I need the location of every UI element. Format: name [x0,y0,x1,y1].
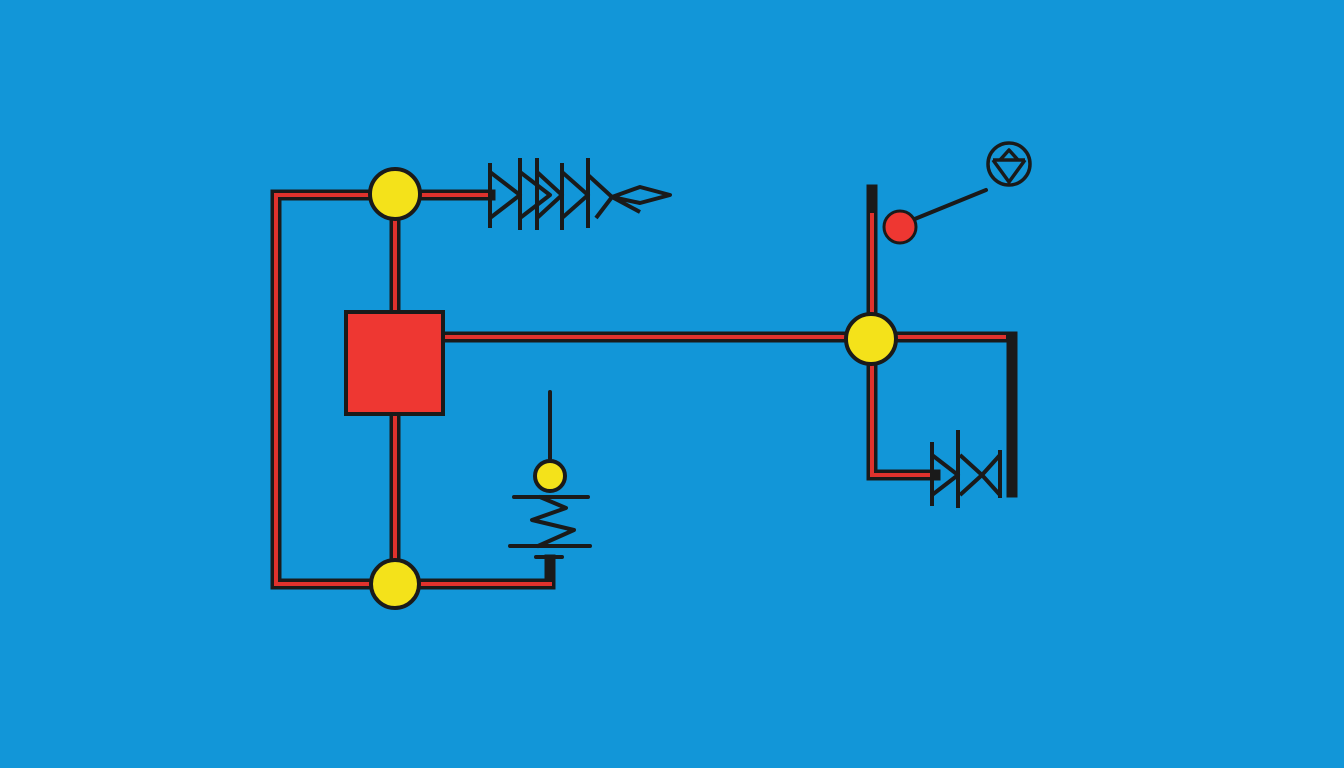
ground-symbol [508,390,592,559]
node-top-left [368,167,422,221]
switch-indicator [882,188,988,245]
wire-main-bus [434,331,1018,498]
lamp-icon [986,141,1032,187]
central-block [344,310,445,416]
node-right [844,312,898,366]
diode-pair-right [930,430,1002,508]
diode-chain-top [488,158,672,230]
node-bottom-left [369,558,421,610]
node-ground-top [533,459,567,493]
